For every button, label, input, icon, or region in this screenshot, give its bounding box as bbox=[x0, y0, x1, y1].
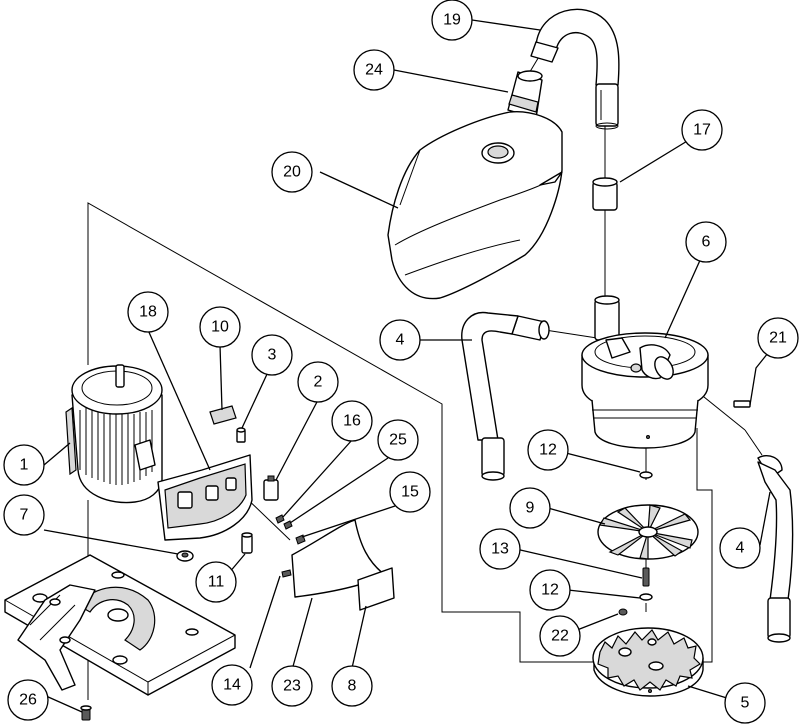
callout-20: 20 bbox=[271, 151, 313, 193]
callout-8: 9 bbox=[509, 487, 551, 529]
label-part-9 bbox=[357, 567, 395, 611]
callout-3: 3 bbox=[251, 334, 293, 376]
callout-14-label: 14 bbox=[223, 677, 241, 694]
callout-3-label: 3 bbox=[268, 347, 277, 364]
callout-21-label: 21 bbox=[769, 330, 787, 347]
callout-7-label: 7 bbox=[20, 507, 29, 524]
callout-1: 1 bbox=[3, 444, 45, 486]
callout-18: 18 bbox=[127, 291, 169, 333]
callout-10: 10 bbox=[199, 306, 241, 348]
callout-25: 25 bbox=[377, 419, 419, 461]
washer-part-12-lower bbox=[639, 593, 653, 601]
callout-2-label: 2 bbox=[314, 374, 323, 391]
callout-16: 16 bbox=[331, 400, 373, 442]
callout-6-label: 6 bbox=[702, 234, 711, 251]
callout-12-upper-label: 12 bbox=[539, 442, 557, 459]
callout-19: 19 bbox=[431, 0, 473, 41]
callout-25-label: 25 bbox=[389, 432, 407, 449]
callout-19-label: 19 bbox=[443, 12, 461, 29]
callout-8-label: 9 bbox=[526, 500, 535, 517]
pin-part-21 bbox=[733, 400, 751, 408]
callout-2: 2 bbox=[297, 361, 339, 403]
callout-12-lower-label: 12 bbox=[541, 582, 559, 599]
cover-panel-part-23 bbox=[291, 519, 386, 598]
hose-elbow-part-19 bbox=[530, 8, 620, 130]
callout-16-label: 16 bbox=[343, 413, 361, 430]
callout-21: 21 bbox=[757, 317, 799, 359]
callouts: 19 24 17 20 6 4 21 12 9 13 12 22 5 4 1 1… bbox=[3, 0, 799, 724]
callout-23-label: 23 bbox=[283, 678, 301, 695]
shaft-pin-part-13 bbox=[642, 567, 650, 587]
callout-7: 7 bbox=[3, 494, 45, 536]
callout-13: 13 bbox=[479, 528, 521, 570]
callout-5-label: 5 bbox=[741, 695, 750, 712]
bolt-part-26 bbox=[80, 705, 92, 721]
screw-part-16 bbox=[275, 514, 285, 524]
callout-26-label: 26 bbox=[19, 692, 37, 709]
coupler-part-24 bbox=[507, 70, 543, 119]
callout-22: 22 bbox=[539, 615, 581, 657]
callout-20-label: 20 bbox=[283, 164, 301, 181]
callout-26: 26 bbox=[7, 679, 49, 721]
capacitor-part-2 bbox=[263, 475, 279, 501]
callout-6: 6 bbox=[685, 221, 727, 263]
nut-part-22 bbox=[618, 608, 628, 616]
coupler-part-17 bbox=[592, 177, 618, 211]
callout-9: 8 bbox=[331, 665, 373, 707]
leader-lines bbox=[43, 19, 781, 713]
pump-housing-part-6 bbox=[581, 295, 709, 449]
callout-11: 11 bbox=[195, 561, 237, 603]
callout-12-lower: 12 bbox=[529, 569, 571, 611]
sleeve-part-11 bbox=[241, 532, 253, 554]
callout-4-right-label: 4 bbox=[736, 540, 745, 557]
callout-4-left: 4 bbox=[379, 319, 421, 361]
plug-part-3 bbox=[236, 427, 246, 443]
callout-4-right: 4 bbox=[719, 527, 761, 569]
callout-10-label: 10 bbox=[211, 319, 229, 336]
callout-24-label: 24 bbox=[365, 62, 383, 79]
callout-17: 17 bbox=[681, 109, 723, 151]
callout-5: 5 bbox=[724, 682, 766, 724]
callout-1-label: 1 bbox=[20, 457, 29, 474]
motor-part-1 bbox=[65, 364, 163, 504]
tank-part-20 bbox=[387, 111, 563, 300]
callout-15: 15 bbox=[389, 471, 431, 513]
washer-part-12-upper bbox=[639, 471, 653, 479]
callout-14: 14 bbox=[211, 664, 253, 706]
bracket-part-18 bbox=[157, 454, 253, 541]
nut-part-7 bbox=[176, 550, 194, 562]
callout-23: 23 bbox=[271, 665, 313, 707]
hose-part-4-left bbox=[461, 311, 550, 481]
callout-11-label: 11 bbox=[208, 574, 225, 591]
hose-part-4-right bbox=[757, 454, 794, 643]
callout-4-left-label: 4 bbox=[396, 332, 405, 349]
impeller-part-8 bbox=[597, 504, 699, 560]
callout-24: 24 bbox=[353, 49, 395, 91]
callout-15-label: 15 bbox=[401, 484, 419, 501]
gear-base-part-5 bbox=[592, 627, 704, 697]
callout-22-label: 22 bbox=[551, 628, 569, 645]
screw-part-14 bbox=[281, 569, 292, 578]
label-part-10 bbox=[209, 405, 237, 425]
base-plate bbox=[4, 554, 236, 696]
callout-18-label: 18 bbox=[139, 304, 157, 321]
callout-9-label: 8 bbox=[348, 678, 357, 695]
callout-13-label: 13 bbox=[491, 541, 509, 558]
callout-12-upper: 12 bbox=[527, 429, 569, 471]
callout-17-label: 17 bbox=[693, 122, 711, 139]
